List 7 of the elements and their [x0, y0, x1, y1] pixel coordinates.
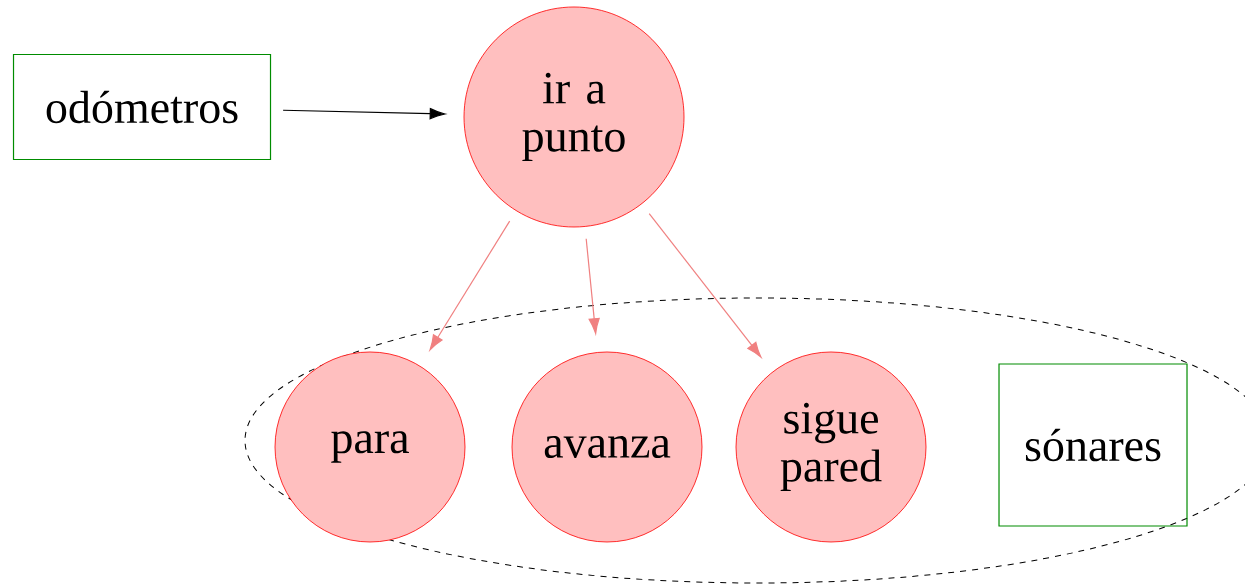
arrow — [648, 212, 762, 358]
arrow — [429, 220, 511, 351]
arrow — [585, 238, 600, 334]
sensor-box: odómetros — [12, 53, 272, 161]
dashed-enclosure — [244, 297, 1245, 584]
arrow — [282, 108, 446, 120]
sensor-box: sónares — [998, 363, 1188, 527]
